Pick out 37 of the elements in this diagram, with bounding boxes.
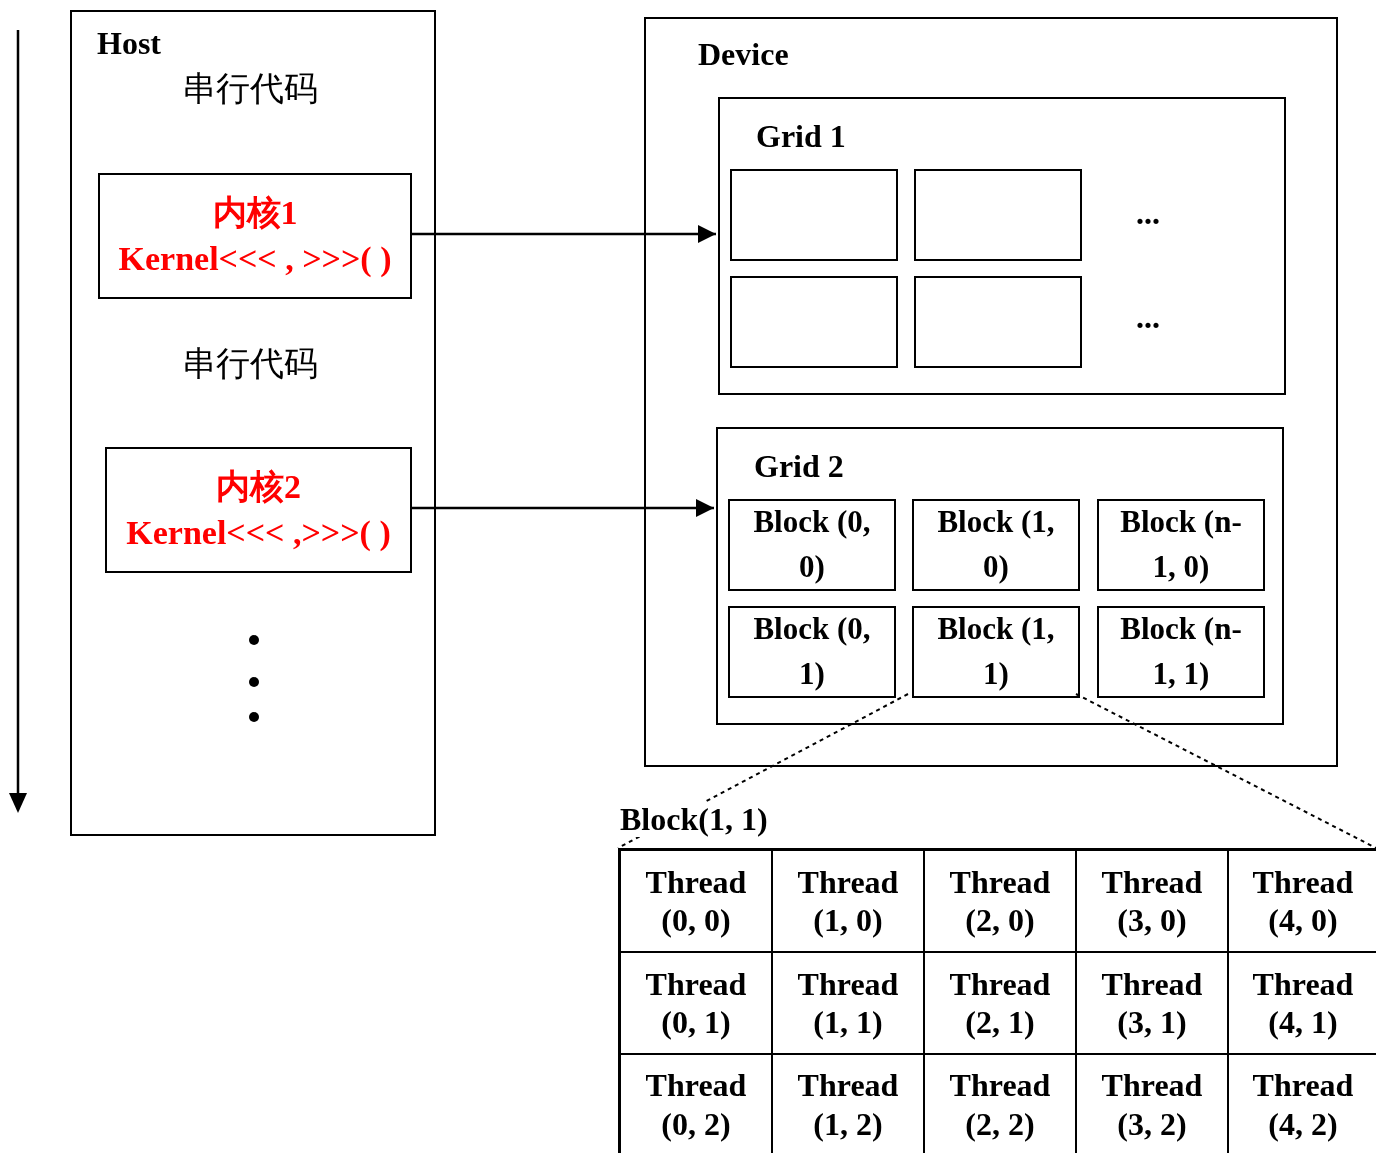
block-box: Block (n-1, 1)	[1097, 606, 1265, 698]
block-box	[730, 169, 898, 261]
thread-cell: Thread (1, 2)	[772, 1054, 924, 1153]
thread-cell: Thread (1, 0)	[772, 850, 924, 952]
table-title: Block(1, 1)	[620, 802, 768, 838]
thread-cell: Thread (0, 1)	[620, 952, 772, 1054]
block-box: Block (1, 1)	[912, 606, 1080, 698]
code-label: 串行代码	[182, 70, 318, 108]
kernel-box: 内核1 Kernel<<< , >>>( )	[98, 173, 412, 299]
thread-cell: Thread (2, 0)	[924, 850, 1076, 952]
thread-cell: Thread (0, 2)	[620, 1054, 772, 1153]
thread-cell: Thread (4, 2)	[1228, 1054, 1376, 1153]
code-label: 串行代码	[182, 345, 318, 383]
block-box: Block (n-1, 0)	[1097, 499, 1265, 591]
thread-cell: Thread (3, 0)	[1076, 850, 1228, 952]
grid-box	[718, 97, 1286, 395]
thread-cell: Thread (1, 1)	[772, 952, 924, 1054]
thread-cell: Thread (4, 0)	[1228, 850, 1376, 952]
block-box: Block (0, 1)	[728, 606, 896, 698]
thread-cell: Thread (2, 2)	[924, 1054, 1076, 1153]
block-box	[914, 169, 1082, 261]
block-box: Block (1, 0)	[912, 499, 1080, 591]
block-box	[914, 276, 1082, 368]
thread-cell: Thread (0, 0)	[620, 850, 772, 952]
thread-cell: Thread (4, 1)	[1228, 952, 1376, 1054]
arrow	[410, 499, 714, 517]
block-box	[730, 276, 898, 368]
thread-cell: Thread (3, 2)	[1076, 1054, 1228, 1153]
device-box	[644, 17, 1338, 767]
dotted-line	[1075, 693, 1376, 849]
kernel-box: 内核2 Kernel<<< ,>>>( )	[105, 447, 412, 573]
thread-cell: Thread (2, 1)	[924, 952, 1076, 1054]
arrow	[410, 225, 716, 243]
thread-cell: Thread (3, 1)	[1076, 952, 1228, 1054]
block-box: Block (0, 0)	[728, 499, 896, 591]
grid-box	[716, 427, 1284, 725]
host-box	[70, 10, 436, 836]
